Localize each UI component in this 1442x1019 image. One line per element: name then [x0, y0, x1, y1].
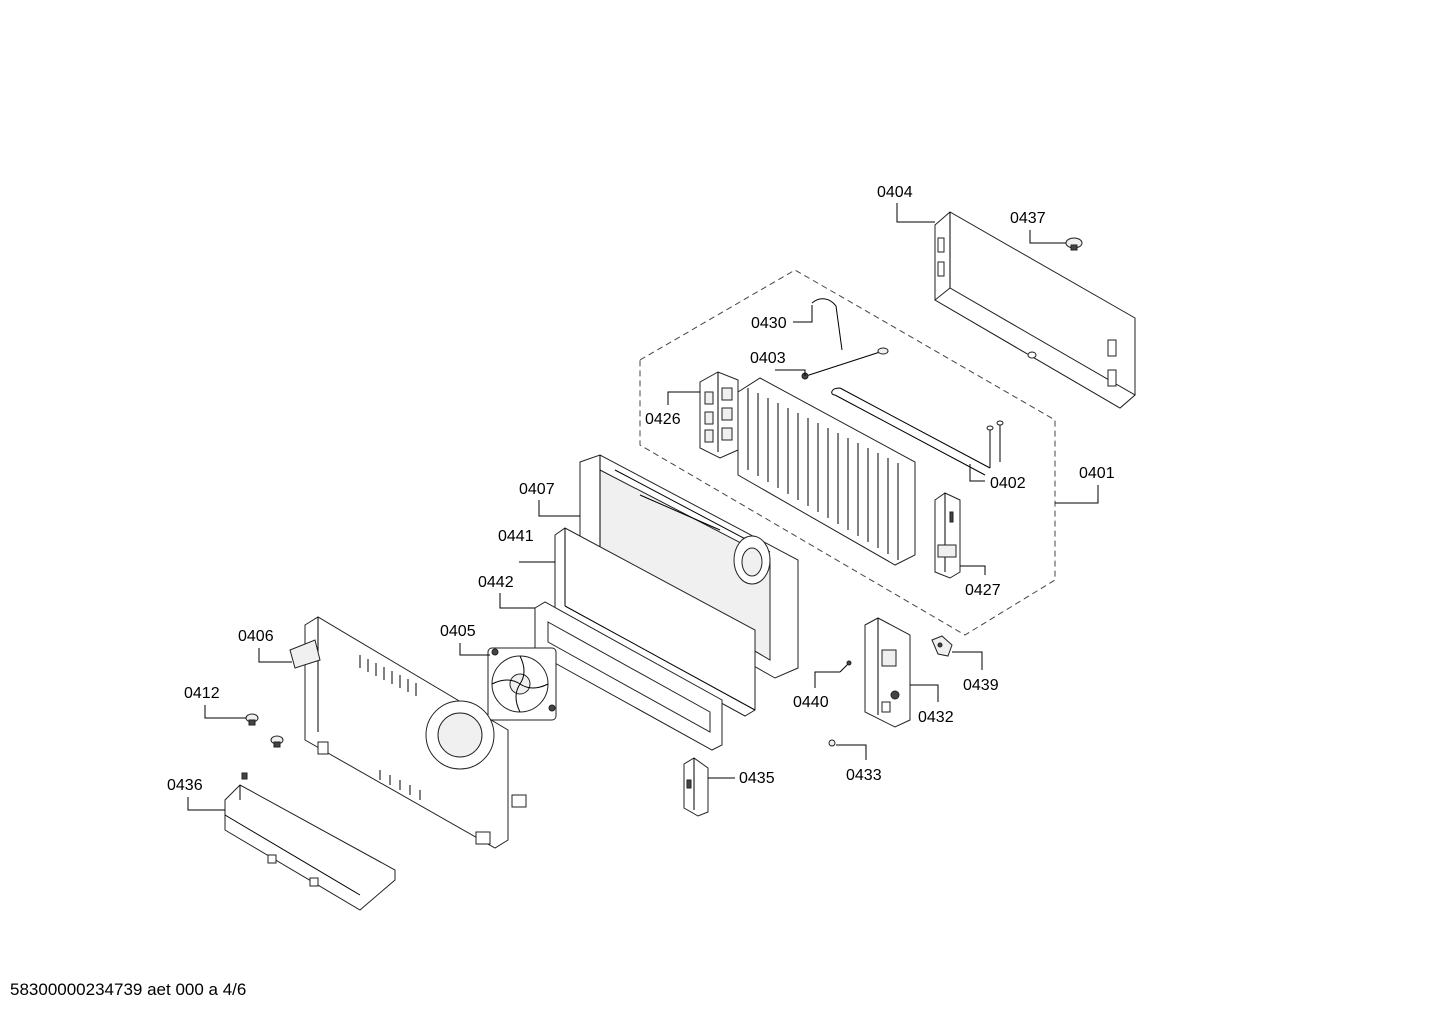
- label-0436: 0436: [167, 777, 203, 794]
- label-0405: 0405: [440, 623, 476, 640]
- label-0426: 0426: [645, 411, 681, 428]
- part-0437-plug: [1065, 237, 1083, 251]
- label-0441: 0441: [498, 528, 534, 545]
- part-0436-channel: [224, 772, 396, 911]
- leader-0436: [187, 797, 225, 811]
- leader-0403: [775, 369, 806, 376]
- label-0439: 0439: [963, 677, 999, 694]
- part-0402-heater: [831, 387, 1004, 476]
- label-0435: 0435: [739, 770, 775, 787]
- leader-0439: [952, 651, 983, 670]
- leader-0430: [793, 305, 813, 323]
- leader-0406: [258, 648, 292, 663]
- part-0404-cover: [934, 211, 1136, 409]
- label-0432: 0432: [918, 709, 954, 726]
- leader-0412: [204, 705, 246, 719]
- part-0412-screws: [245, 713, 284, 748]
- part-0433-screw: [828, 739, 836, 747]
- label-0430: 0430: [751, 315, 787, 332]
- label-0440: 0440: [793, 694, 829, 711]
- leader-0404: [896, 203, 935, 223]
- label-0406: 0406: [238, 628, 274, 645]
- label-0402: 0402: [990, 475, 1026, 492]
- document-footer: 58300000234739 aet 000 a 4/6: [10, 980, 247, 999]
- leader-0433: [836, 744, 867, 760]
- leader-0442: [499, 593, 535, 609]
- leader-0427: [960, 565, 986, 575]
- leader-0402: [969, 464, 985, 482]
- part-0403-sensor: [801, 347, 889, 380]
- leader-0407: [538, 500, 580, 517]
- part-0426-holder: [699, 371, 739, 459]
- label-0407: 0407: [519, 481, 555, 498]
- label-0437: 0437: [1010, 210, 1046, 227]
- part-0405-fan: [487, 647, 557, 721]
- part-0427-bracket: [934, 492, 961, 579]
- part-0435-clip: [683, 757, 709, 817]
- label-0442: 0442: [478, 574, 514, 591]
- label-0403: 0403: [750, 350, 786, 367]
- leader-0401: [1055, 485, 1099, 504]
- label-0427: 0427: [965, 582, 1001, 599]
- leader-0426: [667, 391, 700, 405]
- leader-0440: [814, 671, 840, 688]
- leader-0437: [1029, 230, 1066, 244]
- part-0430-wire: [811, 298, 843, 351]
- leader-lines: [187, 203, 1099, 811]
- part-0406-fan-housing: [289, 616, 527, 849]
- part-0440-screw: [839, 660, 852, 673]
- label-0412: 0412: [184, 685, 220, 702]
- label-0401: 0401: [1079, 465, 1115, 482]
- label-0433: 0433: [846, 767, 882, 784]
- part-0432-mount-plate: [864, 617, 911, 728]
- part-0401-evaporator: [737, 377, 916, 566]
- leader-0405: [459, 643, 490, 656]
- part-0439-clip: [931, 635, 953, 657]
- assembly-0401-boundary: [639, 269, 1056, 636]
- leader-0432: [910, 684, 939, 702]
- label-0404: 0404: [877, 184, 913, 201]
